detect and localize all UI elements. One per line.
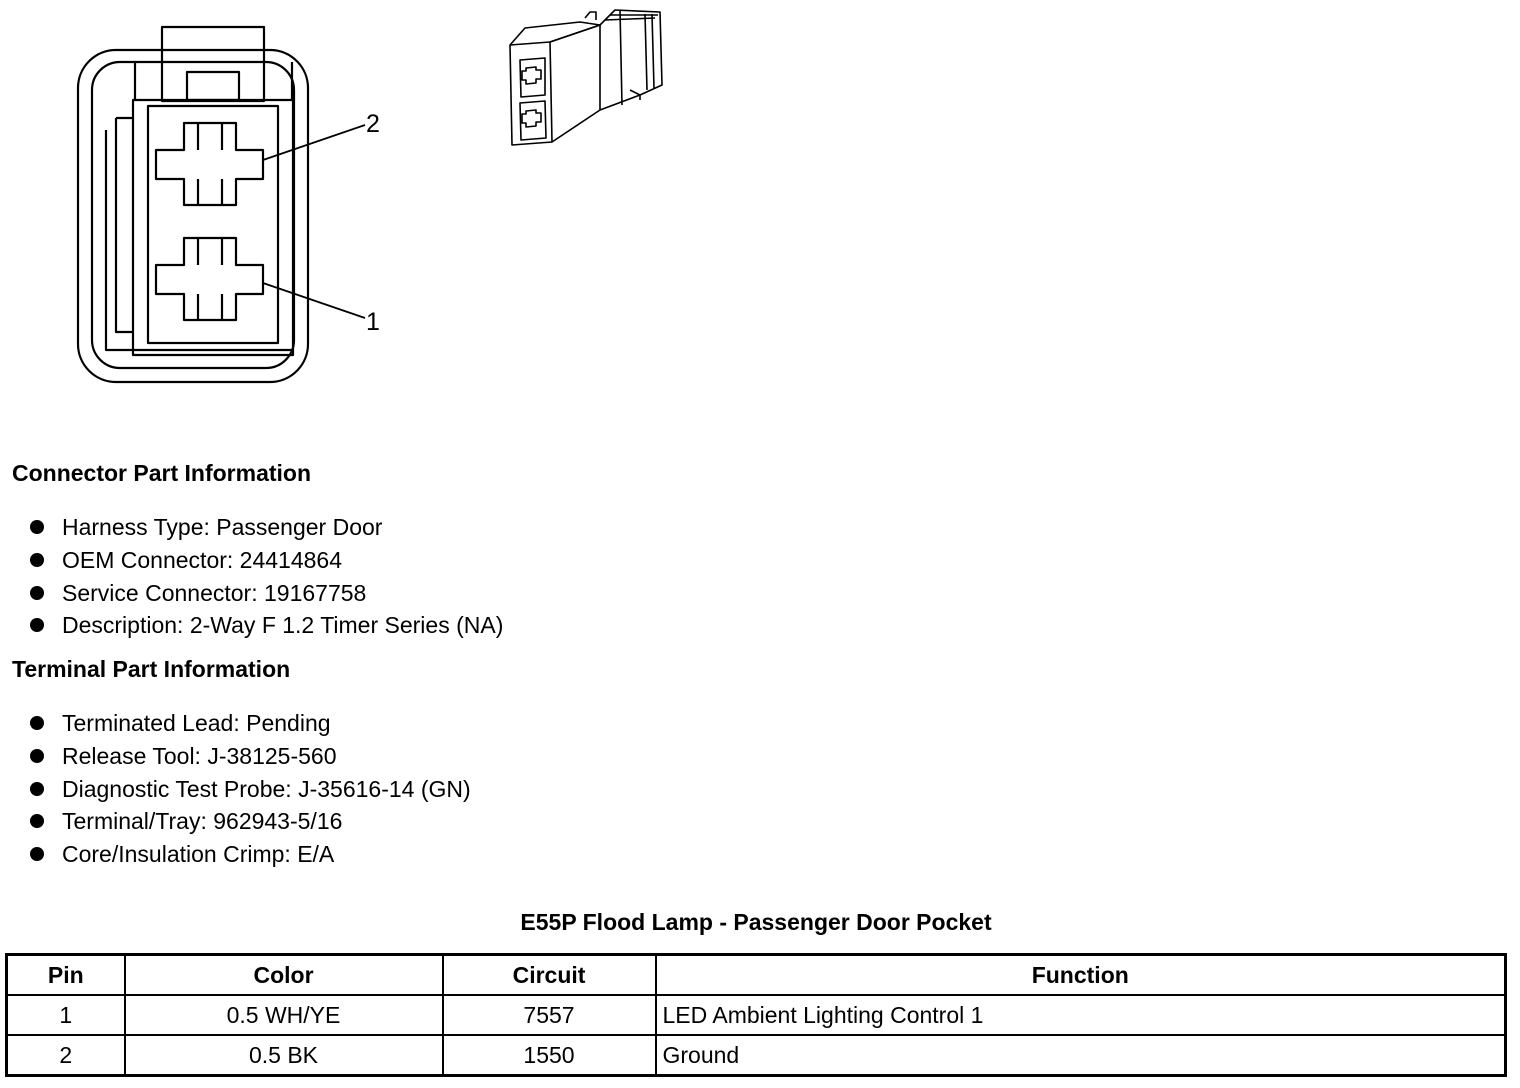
bullet-dot-icon (30, 814, 44, 829)
pin-callout-1: 1 (366, 308, 380, 336)
list-item: Diagnostic Test Probe: J-35616-14 (GN) (0, 774, 471, 807)
table-header-row: Pin Color Circuit Function (5, 953, 1507, 996)
function-cell: Ground (654, 1034, 1507, 1077)
column-header-pin: Pin (5, 953, 126, 996)
connector-face-diagram: 2 1 (76, 25, 380, 384)
list-item: Terminated Lead: Pending (0, 708, 471, 741)
circuit-cell: 7557 (441, 994, 657, 1036)
list-item: Terminal/Tray: 962943-5/16 (0, 806, 471, 839)
circuit-cell: 1550 (441, 1034, 657, 1077)
pin-cell: 2 (5, 1034, 126, 1077)
list-item: Release Tool: J-38125-560 (0, 741, 471, 774)
bullet-dot-icon (30, 781, 44, 796)
connector-isometric-thumbnail (509, 9, 663, 146)
bullet-dot-icon (30, 748, 44, 763)
terminal-part-info-heading: Terminal Part Information (12, 656, 291, 682)
color-cell: 0.5 WH/YE (123, 994, 444, 1036)
function-cell: LED Ambient Lighting Control 1 (654, 994, 1507, 1036)
bullet-dot-icon (30, 618, 44, 633)
bullet-dot-icon (30, 847, 44, 862)
connector-part-info-heading: Connector Part Information (12, 460, 312, 486)
table-row: 2 0.5 BK 1550 Ground (5, 1034, 1507, 1077)
color-cell: 0.5 BK (123, 1034, 444, 1077)
pin-table: Pin Color Circuit Function 1 0.5 WH/YE 7… (5, 953, 1507, 1077)
pin-table-title: E55P Flood Lamp - Passenger Door Pocket (520, 909, 992, 935)
list-item: Description: 2-Way F 1.2 Timer Series (N… (0, 610, 503, 643)
list-item: Harness Type: Passenger Door (0, 512, 503, 545)
connector-part-info-list: Harness Type: Passenger Door OEM Connect… (0, 512, 503, 643)
pin-callout-2: 2 (366, 110, 380, 138)
bullet-dot-icon (30, 552, 44, 567)
list-item: Service Connector: 19167758 (0, 578, 503, 611)
column-header-circuit: Circuit (441, 953, 657, 996)
table-row: 1 0.5 WH/YE 7557 LED Ambient Lighting Co… (5, 994, 1507, 1036)
column-header-color: Color (123, 953, 444, 996)
bullet-dot-icon (30, 520, 44, 534)
pin-cell: 1 (5, 994, 126, 1036)
bullet-dot-icon (30, 716, 44, 730)
list-item: OEM Connector: 24414864 (0, 545, 503, 578)
terminal-part-info-list: Terminated Lead: Pending Release Tool: J… (0, 708, 471, 872)
list-item: Core/Insulation Crimp: E/A (0, 839, 471, 872)
column-header-function: Function (654, 953, 1507, 996)
bullet-dot-icon (30, 585, 44, 600)
